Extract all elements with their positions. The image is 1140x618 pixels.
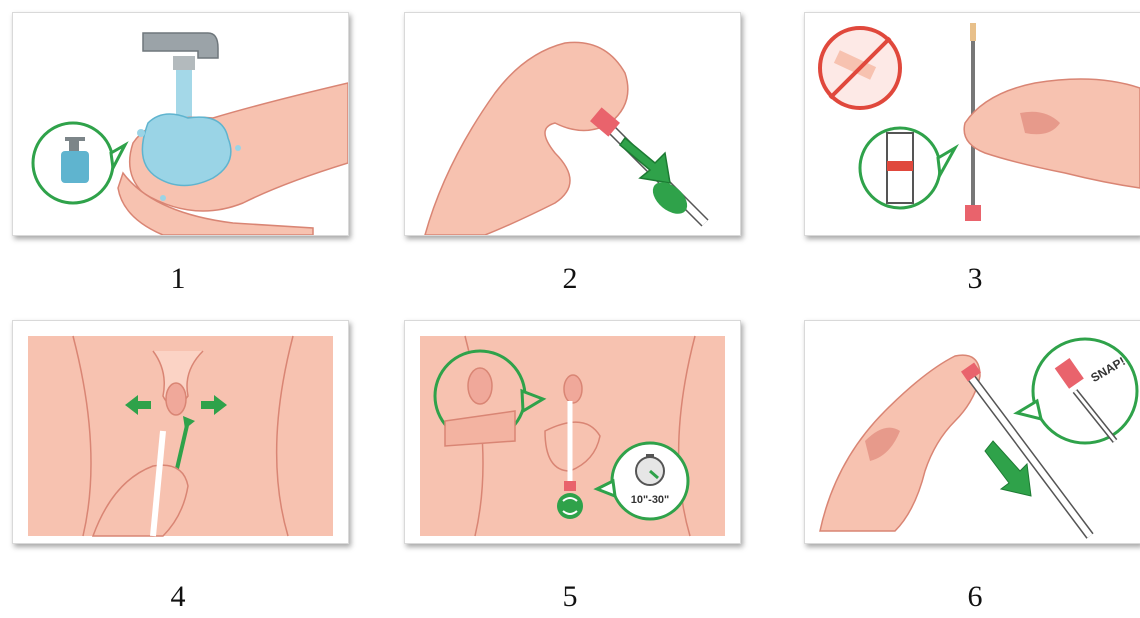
step-2-panel: [404, 12, 741, 236]
step-3-panel: [804, 12, 1140, 236]
step-number-2: 2: [540, 262, 600, 296]
step-number-4: 4: [148, 580, 208, 614]
swab-insertion-icon: [13, 321, 348, 543]
swab-handling-icon: [805, 13, 1140, 235]
swab-snap-into-tube-icon: SNAP!: [805, 321, 1140, 543]
step-6-panel: SNAP!: [804, 320, 1140, 544]
step-number-5: 5: [540, 580, 600, 614]
step-number-6: 6: [945, 580, 1005, 614]
swab-rotation-timer-icon: 10"-30": [405, 321, 740, 543]
step-number-3: 3: [945, 262, 1005, 296]
timer-label: 10"-30": [631, 494, 670, 506]
step-1-panel: [12, 12, 349, 236]
hand-washing-with-soap-icon: [13, 13, 348, 235]
step-4-panel: [12, 320, 349, 544]
step-number-1: 1: [148, 262, 208, 296]
step-5-panel: 10"-30": [404, 320, 741, 544]
opening-swab-tube-icon: [405, 13, 740, 235]
